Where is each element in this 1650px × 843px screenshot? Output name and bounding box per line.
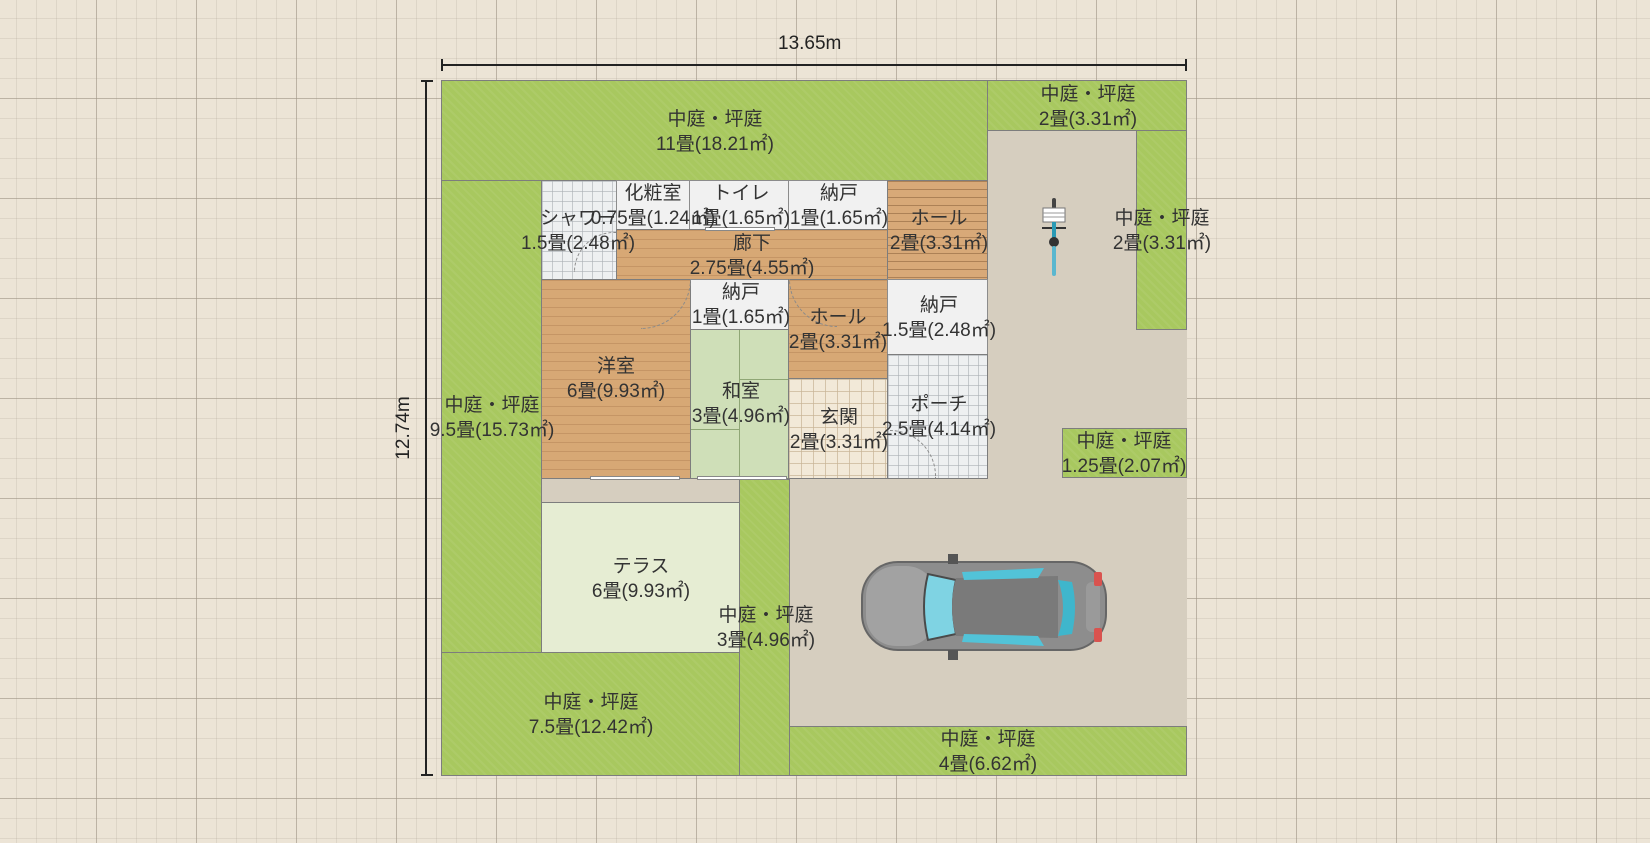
garden-top[interactable]	[441, 80, 988, 181]
height-dimension-line	[425, 80, 427, 776]
garden-bottom-left[interactable]	[441, 652, 740, 776]
tatami-seam-lower	[691, 429, 739, 430]
height-dimension-tick-bottom	[421, 774, 433, 776]
bicycle-icon[interactable]	[1040, 196, 1068, 278]
room-genkan[interactable]	[788, 378, 888, 479]
room-nando-1[interactable]	[788, 180, 888, 230]
car-icon[interactable]	[858, 552, 1110, 662]
room-nando-3[interactable]	[887, 279, 988, 355]
window-youshitsu	[590, 476, 680, 480]
garden-right[interactable]	[1136, 130, 1187, 330]
garden-middle[interactable]	[739, 479, 790, 776]
room-nando-2[interactable]	[690, 279, 789, 330]
garden-top-right[interactable]	[987, 80, 1187, 131]
garden-small[interactable]	[1062, 428, 1187, 478]
height-dimension-label: 12.74m	[393, 396, 414, 460]
room-terrace[interactable]	[541, 502, 740, 653]
width-dimension-tick-left	[441, 59, 443, 71]
tatami-seam-vertical	[739, 330, 740, 478]
window-washitsu	[697, 476, 787, 480]
tatami-seam-horizontal	[740, 379, 788, 380]
garden-bottom[interactable]	[789, 726, 1187, 776]
garden-left[interactable]	[441, 180, 542, 653]
room-toilet[interactable]	[689, 180, 789, 230]
width-dimension-line	[441, 64, 1187, 66]
width-dimension-tick-right	[1185, 59, 1187, 71]
room-hall-stairs[interactable]	[887, 180, 988, 280]
room-rouka[interactable]	[616, 229, 888, 280]
room-porch[interactable]	[887, 354, 988, 479]
height-dimension-tick-top	[421, 80, 433, 82]
width-dimension-label: 13.65m	[778, 33, 842, 54]
paved-walkway	[541, 479, 741, 503]
window-toilet	[705, 227, 775, 231]
room-keshoushitsu[interactable]	[616, 180, 690, 230]
